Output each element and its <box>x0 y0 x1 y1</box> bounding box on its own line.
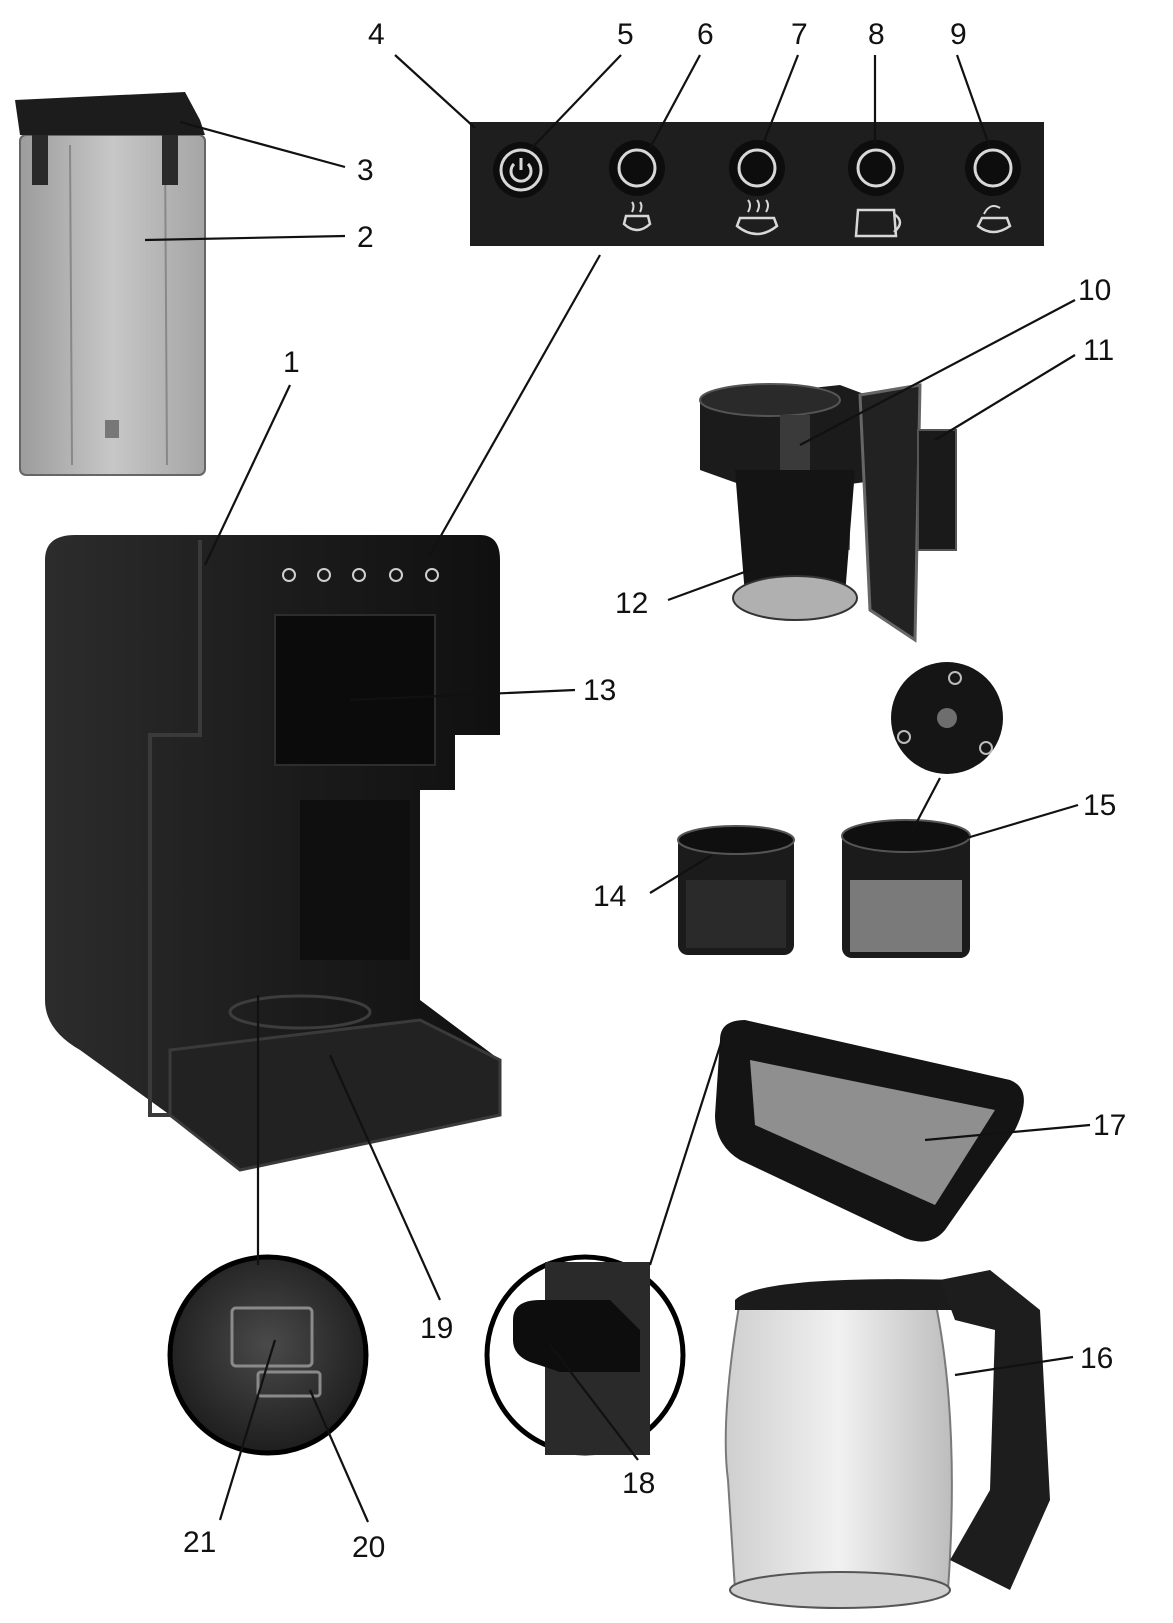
callout-1: 1 <box>283 346 300 379</box>
callout-3: 3 <box>357 154 374 187</box>
water-level-inset <box>170 1257 366 1453</box>
callout-19: 19 <box>420 1312 453 1345</box>
callout-13: 13 <box>583 674 616 707</box>
leader-18b <box>650 1040 722 1265</box>
callout-15: 15 <box>1083 789 1116 822</box>
callout-11: 11 <box>1083 334 1114 367</box>
filter-14 <box>678 826 794 955</box>
leader-11 <box>935 355 1075 440</box>
water-tank-illustration <box>15 92 205 475</box>
brew-unit-door <box>860 385 920 640</box>
brew-unit-illustration <box>700 384 956 640</box>
drip-tray-illustration <box>715 1020 1024 1242</box>
callout-7: 7 <box>791 18 808 51</box>
callout-20: 20 <box>352 1531 385 1564</box>
callout-6: 6 <box>697 18 714 51</box>
callout-14: 14 <box>593 880 626 913</box>
callout-2: 2 <box>357 221 374 254</box>
leader-13 <box>430 255 600 555</box>
callout-8: 8 <box>868 18 885 51</box>
coffee-machine-illustration <box>45 535 500 1170</box>
filter-baskets-illustration <box>678 662 1003 958</box>
control-panel-illustration <box>470 122 1044 246</box>
callout-16: 16 <box>1080 1342 1113 1375</box>
glass-carafe-illustration <box>726 1270 1050 1608</box>
carafe-lid <box>735 1279 960 1310</box>
callout-4: 4 <box>368 18 385 51</box>
callout-5: 5 <box>617 18 634 51</box>
callout-17: 17 <box>1093 1109 1126 1142</box>
carafe-glass <box>726 1300 952 1590</box>
callout-10: 10 <box>1078 274 1111 307</box>
carafe-handle <box>940 1270 1050 1590</box>
filter-15 <box>842 820 970 958</box>
callout-21: 21 <box>183 1526 216 1559</box>
leader-10 <box>800 300 1075 445</box>
callout-18: 18 <box>622 1467 655 1500</box>
callout-12: 12 <box>615 587 648 620</box>
power-button-illustration <box>493 142 549 198</box>
callout-9: 9 <box>950 18 967 51</box>
leader-4 <box>395 55 475 128</box>
leader-15 <box>960 805 1078 840</box>
brew-chamber-door <box>275 615 435 765</box>
tray-support-inset <box>487 1257 683 1621</box>
water-tank-lid <box>15 92 205 135</box>
